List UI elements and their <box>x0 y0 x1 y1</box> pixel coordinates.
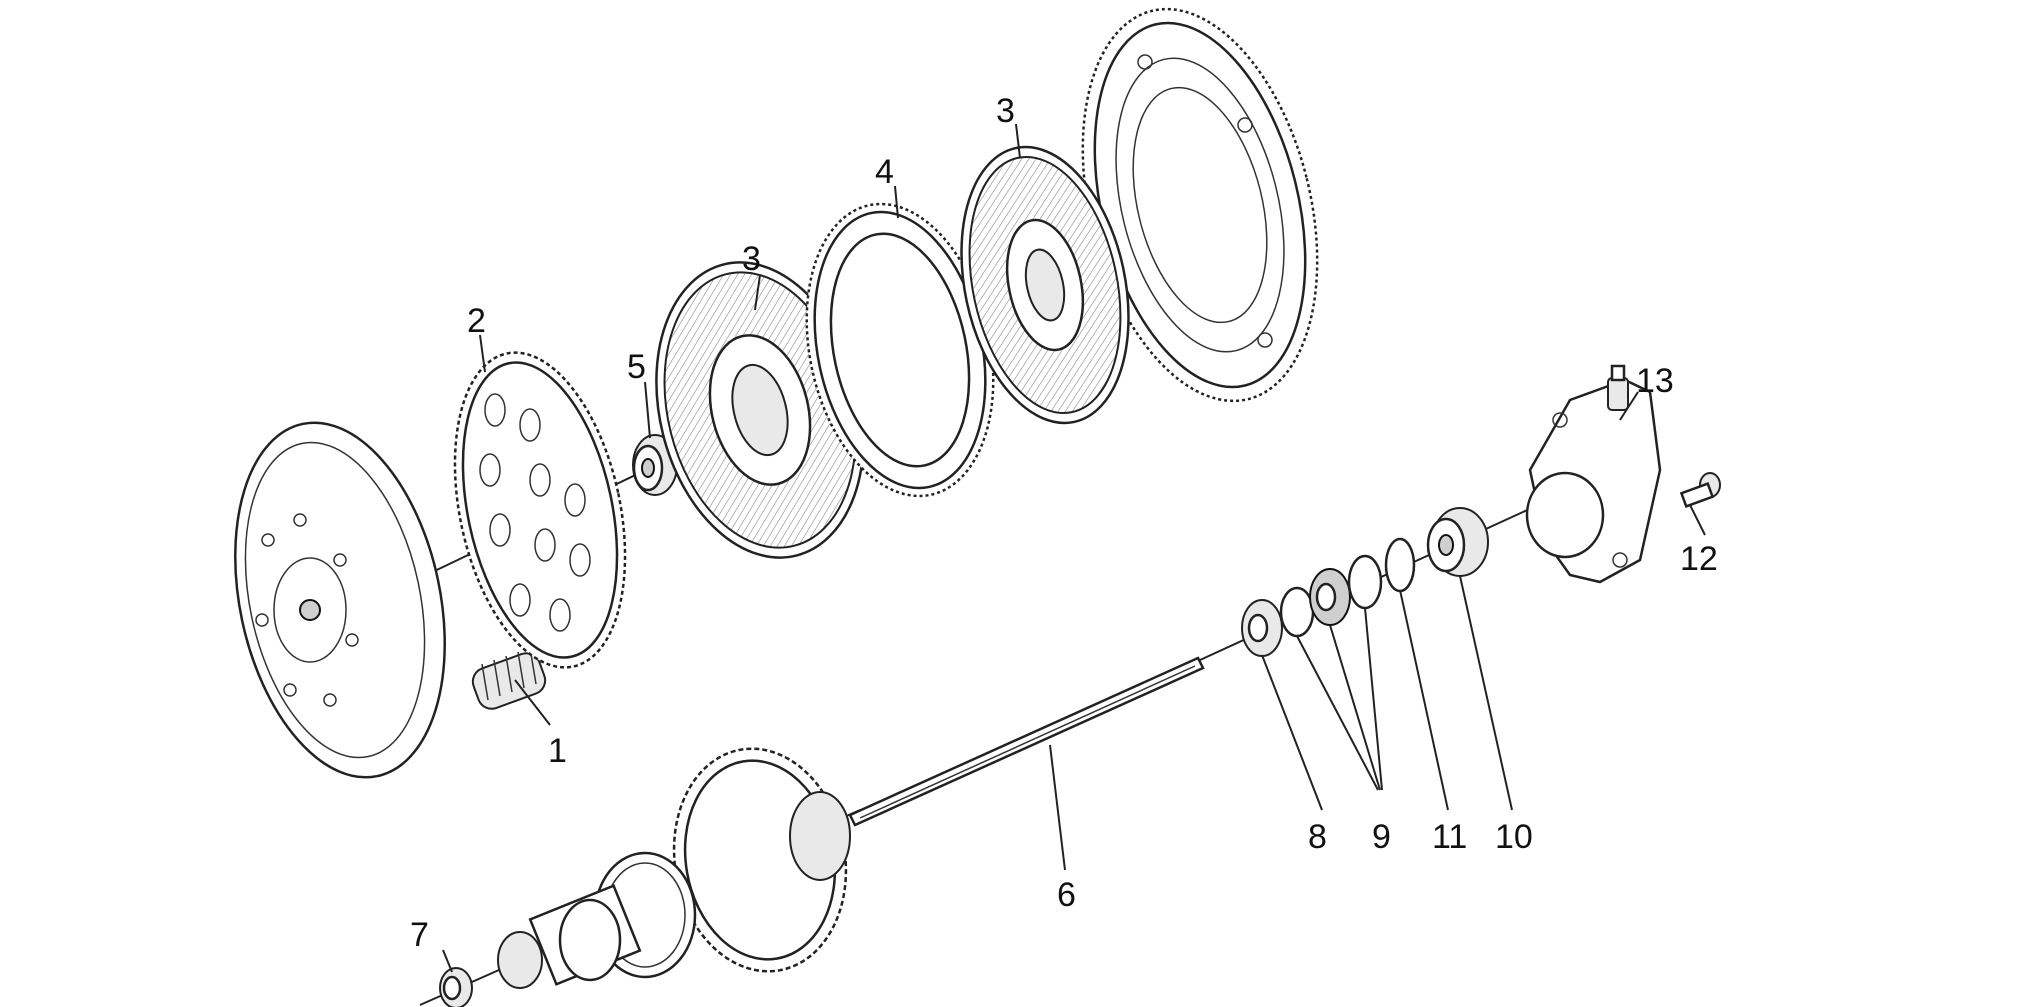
washer-part-7 <box>439 967 473 1007</box>
hub-part-5 <box>632 434 678 496</box>
callout-3-left: 3 <box>742 240 761 278</box>
callout-2: 2 <box>467 302 486 340</box>
leader-lines <box>442 123 1706 973</box>
callout-3-right: 3 <box>996 92 1015 130</box>
callout-5: 5 <box>627 348 646 386</box>
washer-part-9a <box>1279 586 1315 638</box>
callout-11: 11 <box>1432 818 1467 856</box>
callout-10: 10 <box>1495 818 1533 856</box>
callout-1: 1 <box>548 732 567 770</box>
callout-8: 8 <box>1308 818 1327 856</box>
shaft-part-6 <box>848 656 1205 827</box>
callout-4: 4 <box>875 153 894 191</box>
o-ring-part-11 <box>1384 537 1416 593</box>
callout-6: 6 <box>1057 876 1076 914</box>
ring-gear-top <box>1081 7 1319 403</box>
ring-plate-part-4 <box>805 202 995 498</box>
bolt-part-12 <box>1679 472 1721 508</box>
callout-12: 12 <box>1680 540 1718 578</box>
gear-shaft <box>419 747 861 1006</box>
callout-9: 9 <box>1372 818 1391 856</box>
piston-part-10 <box>1426 507 1489 577</box>
slave-cylinder-part-13 <box>1525 364 1662 584</box>
callout-7: 7 <box>410 916 429 954</box>
callout-labels: 1 2 3 3 4 5 6 7 8 9 11 10 12 13 <box>410 92 1718 954</box>
washer-part-8 <box>1241 599 1283 657</box>
washer-part-9c <box>1347 554 1383 610</box>
callout-13: 13 <box>1636 362 1674 400</box>
flywheel <box>234 421 446 779</box>
gear-plate-part-2 <box>453 351 627 669</box>
bearing-part-9b <box>1309 568 1351 626</box>
friction-disc-part-3-right <box>960 145 1130 425</box>
